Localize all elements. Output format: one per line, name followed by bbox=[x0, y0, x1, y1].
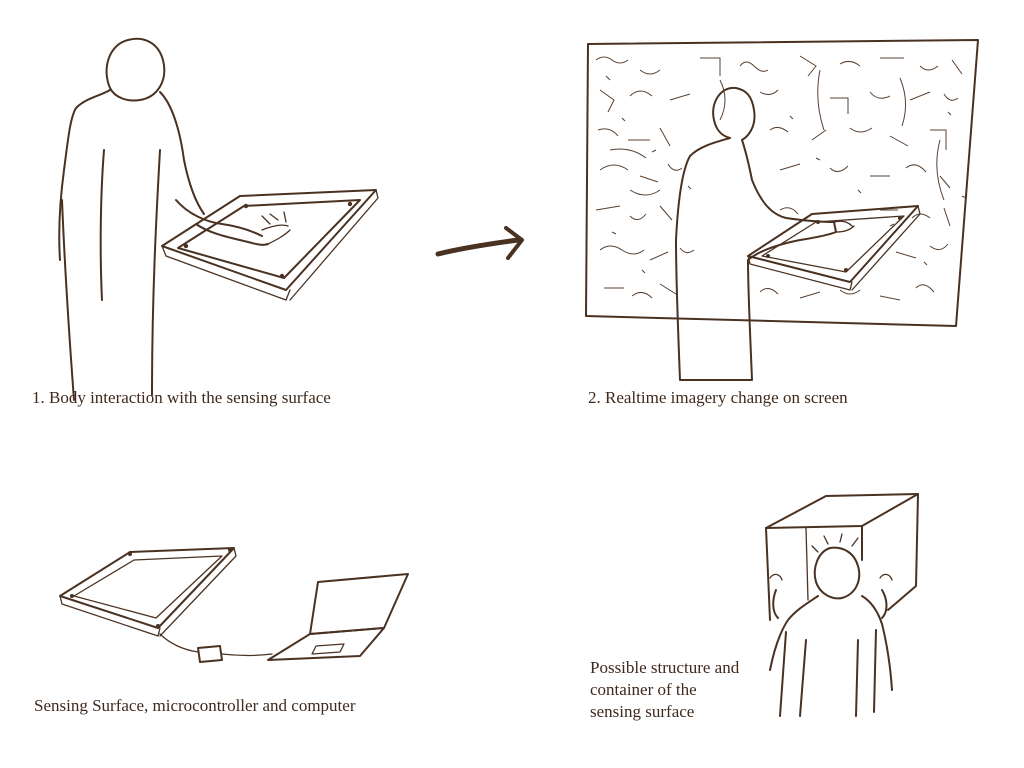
cable bbox=[160, 634, 272, 656]
panel-realtime-imagery-sketch bbox=[586, 40, 978, 380]
laptop-base bbox=[268, 628, 384, 660]
panel-structure-sketch bbox=[766, 494, 918, 716]
caption-structure: Possible structure and container of the … bbox=[590, 657, 739, 723]
arrow-right-icon bbox=[438, 228, 522, 258]
laptop-screen bbox=[310, 574, 408, 634]
microcontroller bbox=[198, 646, 222, 662]
caption-realtime-imagery: 2. Realtime imagery change on screen bbox=[588, 387, 848, 409]
panel-hardware-sketch bbox=[60, 548, 408, 662]
person-body bbox=[62, 200, 74, 400]
caption-structure-line-3: sensing surface bbox=[590, 701, 739, 723]
projection-screen bbox=[586, 40, 978, 326]
caption-body-interaction: 1. Body interaction with the sensing sur… bbox=[32, 387, 331, 409]
person-body-2 bbox=[770, 596, 892, 690]
panel-body-interaction-sketch bbox=[59, 39, 378, 400]
caption-hardware: Sensing Surface, microcontroller and com… bbox=[34, 695, 355, 717]
person-head bbox=[107, 39, 165, 101]
box-structure bbox=[766, 494, 918, 610]
person-silhouette bbox=[676, 88, 836, 380]
caption-structure-line-2: container of the bbox=[590, 679, 739, 701]
person-head-2 bbox=[815, 548, 859, 599]
caption-structure-line-1: Possible structure and bbox=[590, 657, 739, 679]
